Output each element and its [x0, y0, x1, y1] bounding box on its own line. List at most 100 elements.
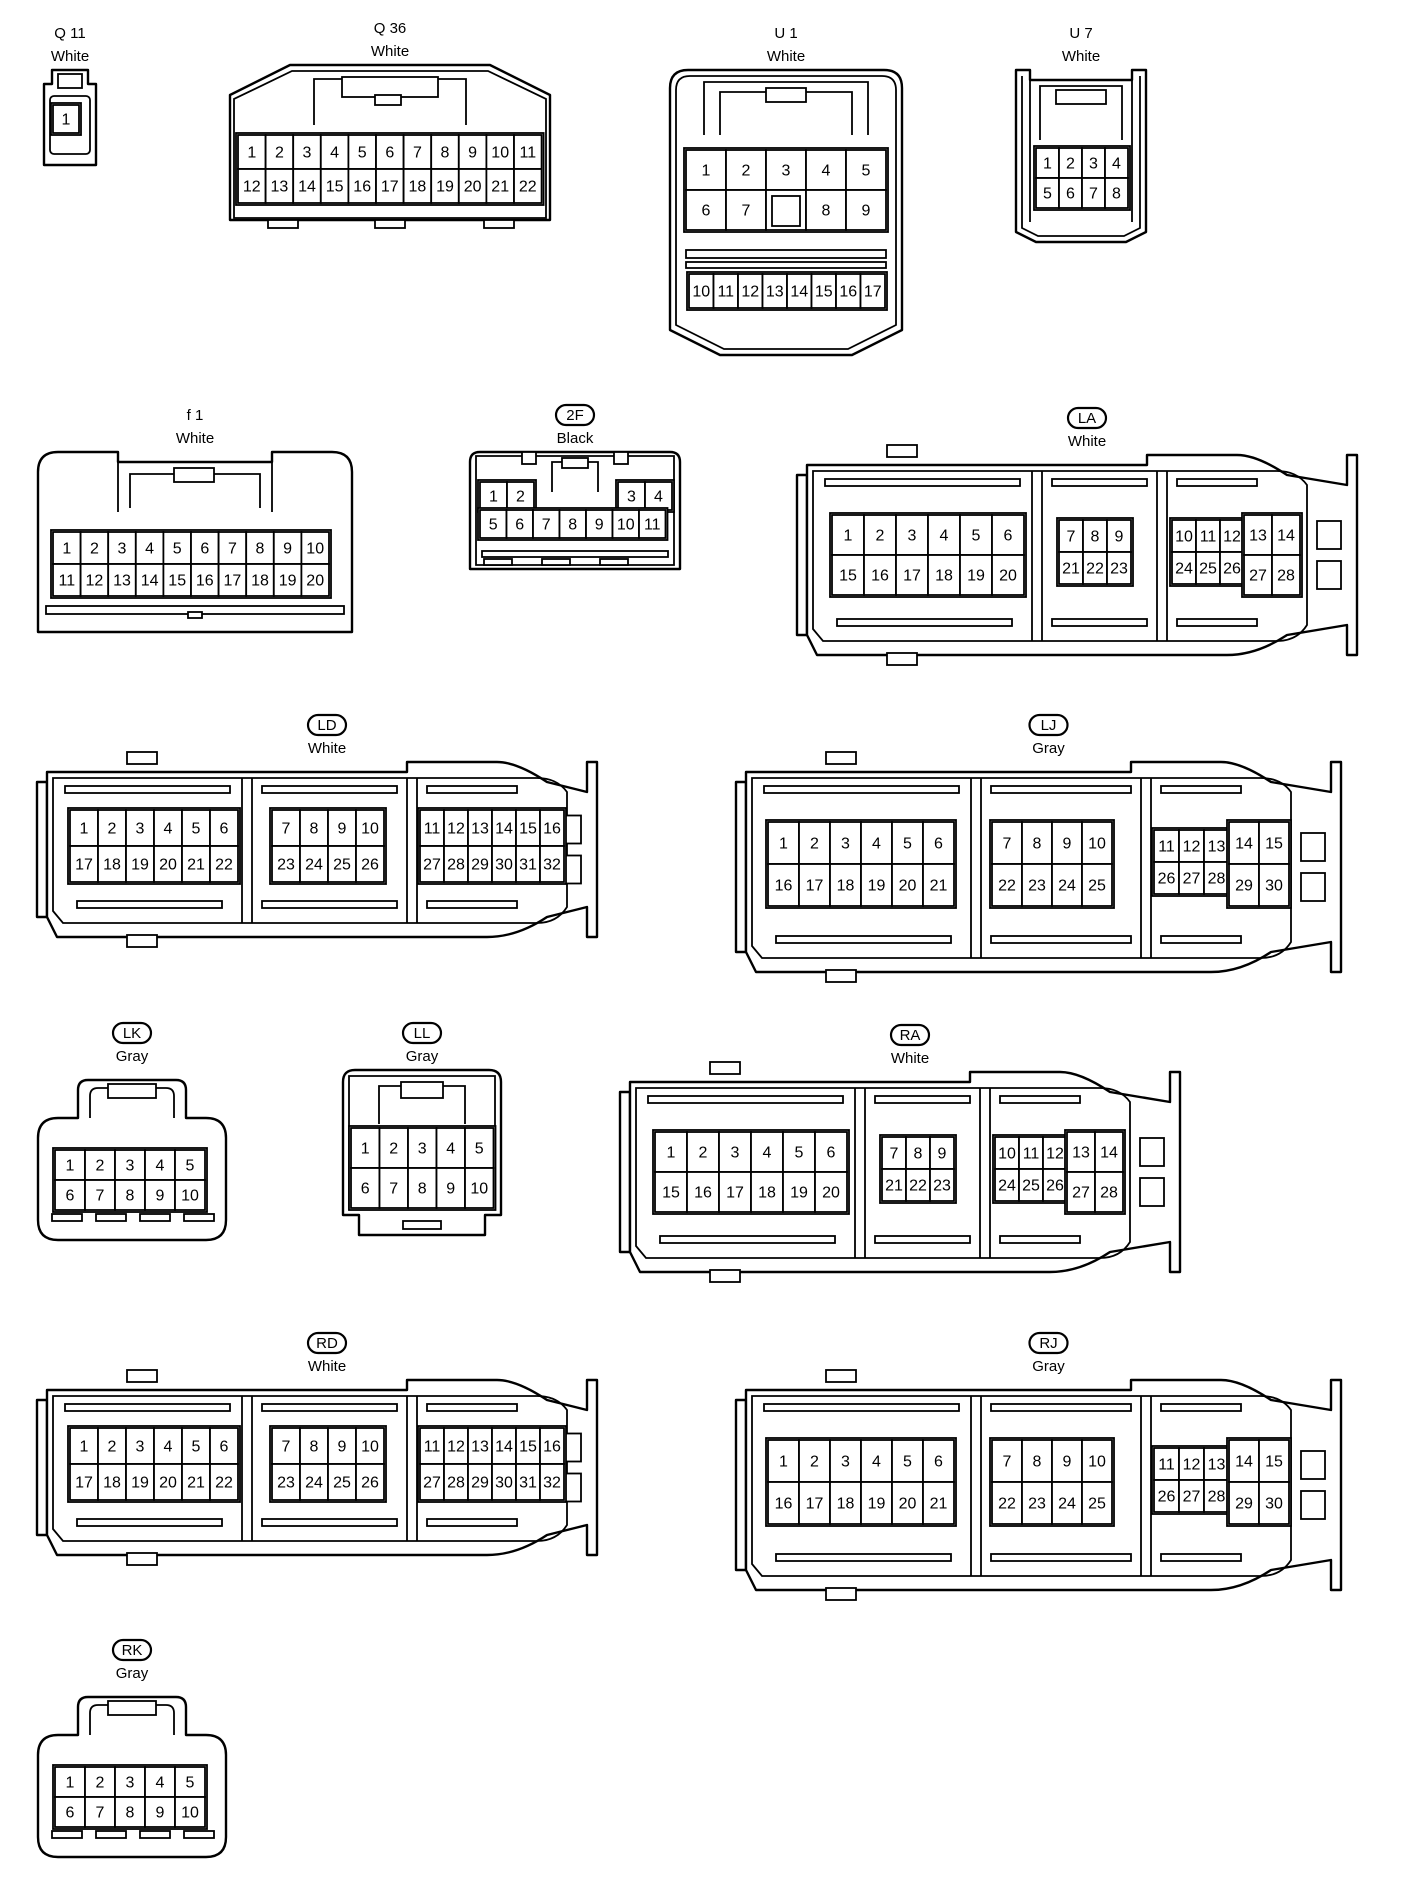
connector-ra-pin-4: [750, 1131, 784, 1173]
connector-rj-pin-19: [860, 1481, 893, 1525]
connector-q36-pin-19: [430, 168, 460, 204]
connector-rd-color: White: [308, 1358, 346, 1375]
connector-lj-id: LJ: [1041, 717, 1057, 734]
connector-rj-pin-20-label: 20: [899, 1496, 917, 1513]
connector-la-pin-26-label: 26: [1223, 561, 1241, 578]
connector-rj-pin-20: [891, 1481, 924, 1525]
connector-u1-pin-5: [845, 149, 887, 191]
connector-ll-pin-2-label: 2: [389, 1141, 398, 1158]
connector-f1-pin-15: [162, 563, 192, 597]
connector-rj-pin-19-label: 19: [868, 1496, 886, 1513]
connector-q36-pin-19-label: 19: [436, 179, 454, 196]
connector-2f-pin-8: [558, 509, 587, 539]
connector-rj-pin-12: [1178, 1447, 1205, 1481]
connector-rj-pin-29: [1228, 1481, 1260, 1525]
connector-rj-pin-15: [1258, 1439, 1290, 1483]
connector-ld-pin-1-label: 1: [80, 821, 89, 838]
connector-f1-pin-10-label: 10: [306, 541, 324, 558]
connector-la-pin-20-label: 20: [999, 568, 1017, 585]
connector-u1-pin-7-label: 7: [742, 203, 751, 220]
connector-q36-id: Q 36: [374, 20, 407, 37]
connector-2f-pin-4-label: 4: [654, 489, 663, 506]
connector-ra-pin-11-label: 11: [1023, 1146, 1040, 1163]
connector-ll-pin-8-label: 8: [418, 1181, 427, 1198]
connector-ld-pin-25-label: 25: [333, 857, 351, 874]
connector-rd-pin-28-label: 28: [447, 1475, 465, 1492]
connector-ll-pin-10-label: 10: [470, 1181, 488, 1198]
connector-lk-pin-10: [174, 1179, 206, 1211]
connector-lk-pin-8-label: 8: [126, 1188, 135, 1205]
connector-rd-pin-16: [539, 1427, 565, 1465]
connector-rj-pin-23-label: 23: [1028, 1496, 1046, 1513]
connector-2f-pin-9: [585, 509, 614, 539]
connector-f1-color: White: [176, 430, 214, 447]
connector-ld-pin-20-label: 20: [159, 857, 177, 874]
connector-rj-pin-10-label: 10: [1088, 1454, 1106, 1471]
connector-lj-pin-11-label: 11: [1158, 839, 1175, 856]
connector-ld-pin-31-label: 31: [519, 857, 537, 874]
connector-u7-id: U 7: [1069, 25, 1092, 42]
connector-lk-pin-6-label: 6: [66, 1188, 75, 1205]
connector-la-pin-14-label: 14: [1277, 528, 1295, 545]
connector-ld-pin-23: [271, 845, 301, 883]
connector-ra-pin-9-label: 9: [938, 1146, 947, 1163]
connector-ld-pin-11: [419, 809, 445, 847]
connector-f1-pin-7-label: 7: [228, 541, 237, 558]
connector-la-pin-1-label: 1: [844, 528, 853, 545]
connector-u7-pin-2-label: 2: [1066, 156, 1075, 173]
connector-2f-id: 2F: [566, 407, 584, 424]
connector-2f-pin-10-label: 10: [617, 517, 635, 534]
connector-lk-pin-10-label: 10: [181, 1188, 199, 1205]
connector-f1-pin-6: [190, 531, 220, 565]
connector-f1-pin-14-label: 14: [141, 573, 159, 590]
connector-ld-pin-23-label: 23: [277, 857, 295, 874]
connector-f1-pin-19-label: 19: [279, 573, 297, 590]
connector-ra-pin-7: [881, 1136, 907, 1170]
connector-rd-pin-24: [299, 1463, 329, 1501]
connector-ld-pin-27-label: 27: [423, 857, 441, 874]
connector-lj-pin-2-label: 2: [810, 836, 819, 853]
connector-rj-pin-30-label: 30: [1265, 1496, 1283, 1513]
connector-rk-pin-8-label: 8: [126, 1805, 135, 1822]
connector-u1-pin-14: [786, 273, 813, 309]
connector-u1-pin-10-label: 10: [692, 284, 710, 301]
connector-rk-pin-3-label: 3: [126, 1775, 135, 1792]
connector-rd-pin-13-label: 13: [471, 1439, 489, 1456]
connector-q36-pin-1: [237, 134, 267, 170]
connector-ld-pin-19: [125, 845, 155, 883]
connector-ld-pin-11-label: 11: [424, 821, 441, 838]
connector-ld-pin-30-label: 30: [495, 857, 513, 874]
connector-rj-pin-7-label: 7: [1003, 1454, 1012, 1471]
connector-rj-pin-16-label: 16: [775, 1496, 793, 1513]
connector-rj-pin-11-label: 11: [1158, 1457, 1175, 1474]
connector-la-pin-11-label: 11: [1200, 529, 1217, 546]
connector-f1-pin-16-label: 16: [196, 573, 214, 590]
connector-rk-pin-5-label: 5: [186, 1775, 195, 1792]
connector-rk-pin-7-label: 7: [96, 1805, 105, 1822]
connector-ld-pin-26: [355, 845, 385, 883]
connector-ra-pin-24-label: 24: [998, 1178, 1016, 1195]
connector-rk-pin-5: [174, 1766, 206, 1798]
connector-la-id-oval: [1066, 406, 1108, 430]
connector-u1-blank-cavity: [771, 195, 801, 227]
connector-ra-pin-4-label: 4: [763, 1145, 772, 1162]
connector-ra-pin-19-label: 19: [790, 1185, 808, 1202]
connector-q36-color: White: [371, 43, 409, 60]
connector-lk-pin-9-label: 9: [156, 1188, 165, 1205]
